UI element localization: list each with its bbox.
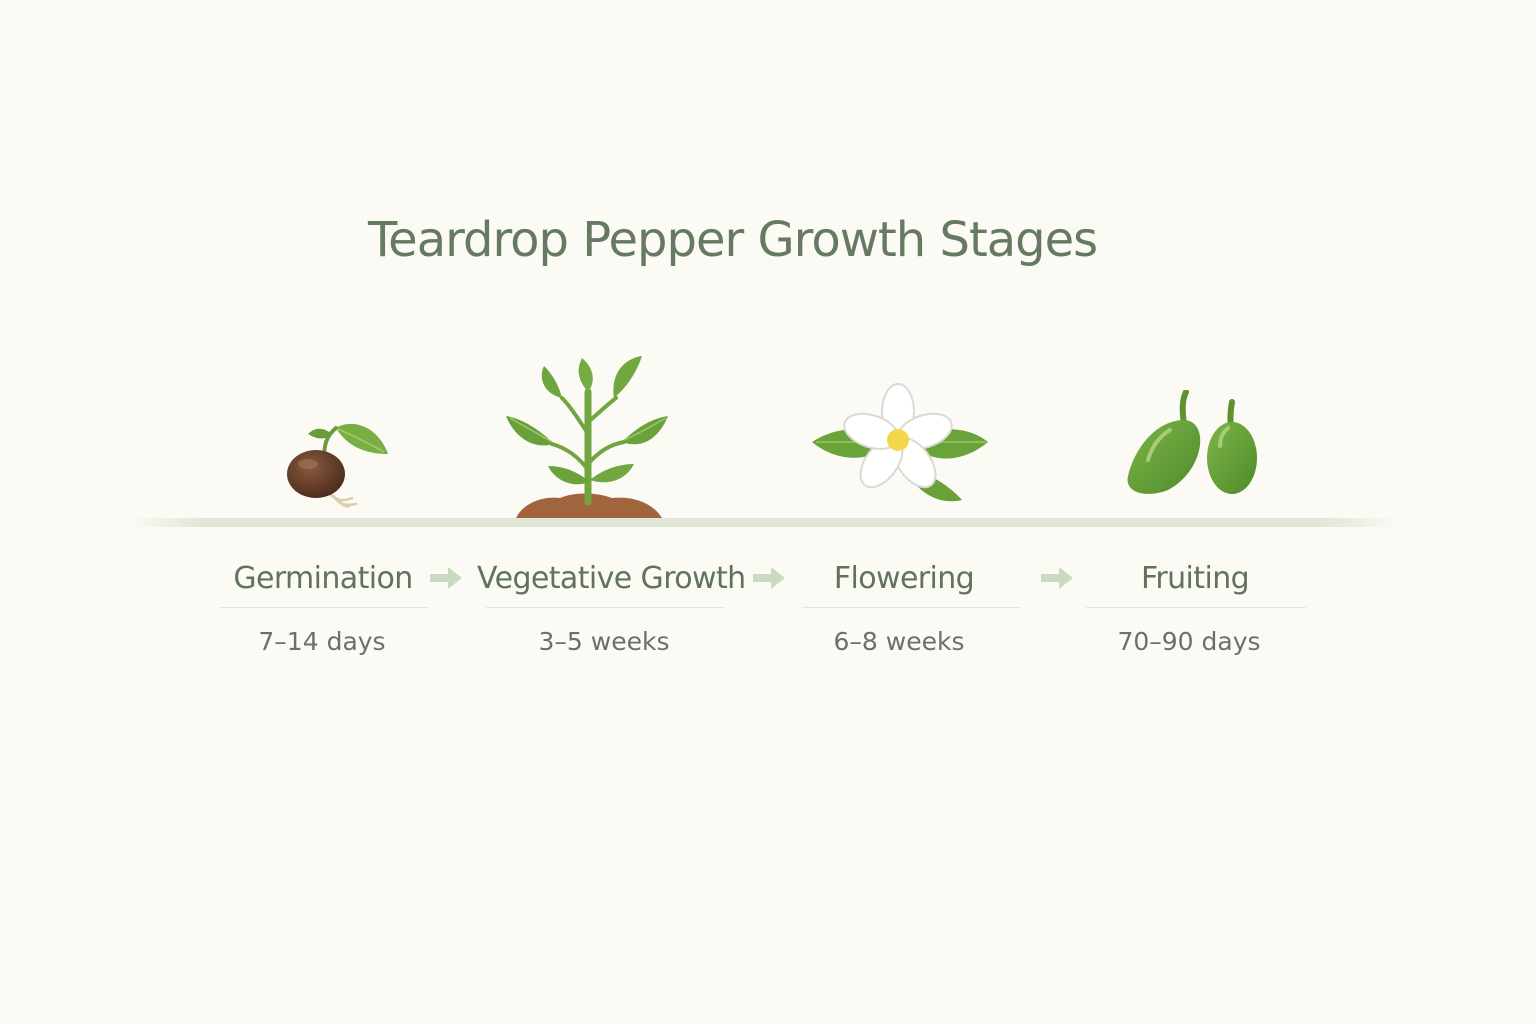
stage-divider bbox=[1086, 607, 1306, 608]
arrow-right-icon bbox=[753, 567, 785, 589]
stage-label-fruiting: Fruiting bbox=[1140, 561, 1250, 596]
sprouting-seed-icon bbox=[287, 423, 388, 508]
stage-duration-vegetative-growth: 3–5 weeks bbox=[538, 627, 670, 656]
teardrop-peppers-icon bbox=[1127, 390, 1257, 494]
arrow-right-icon bbox=[430, 567, 462, 589]
ground-line bbox=[126, 518, 1400, 527]
stage-duration-fruiting: 70–90 days bbox=[1117, 627, 1261, 656]
seedling-plant-icon bbox=[506, 356, 668, 518]
stage-duration-flowering: 6–8 weeks bbox=[833, 627, 965, 656]
stage-divider bbox=[486, 607, 724, 608]
white-flower-icon bbox=[812, 383, 988, 502]
arrow-right-icon bbox=[1041, 567, 1073, 589]
page-title: Teardrop Pepper Growth Stages bbox=[368, 212, 1098, 268]
stage-label-vegetative-growth: Vegetative Growth bbox=[477, 561, 746, 596]
stage-label-germination: Germination bbox=[233, 561, 413, 596]
stage-duration-germination: 7–14 days bbox=[258, 627, 386, 656]
stage-divider bbox=[802, 607, 1020, 608]
stage-divider bbox=[220, 607, 428, 608]
stage-label-flowering: Flowering bbox=[833, 561, 975, 596]
